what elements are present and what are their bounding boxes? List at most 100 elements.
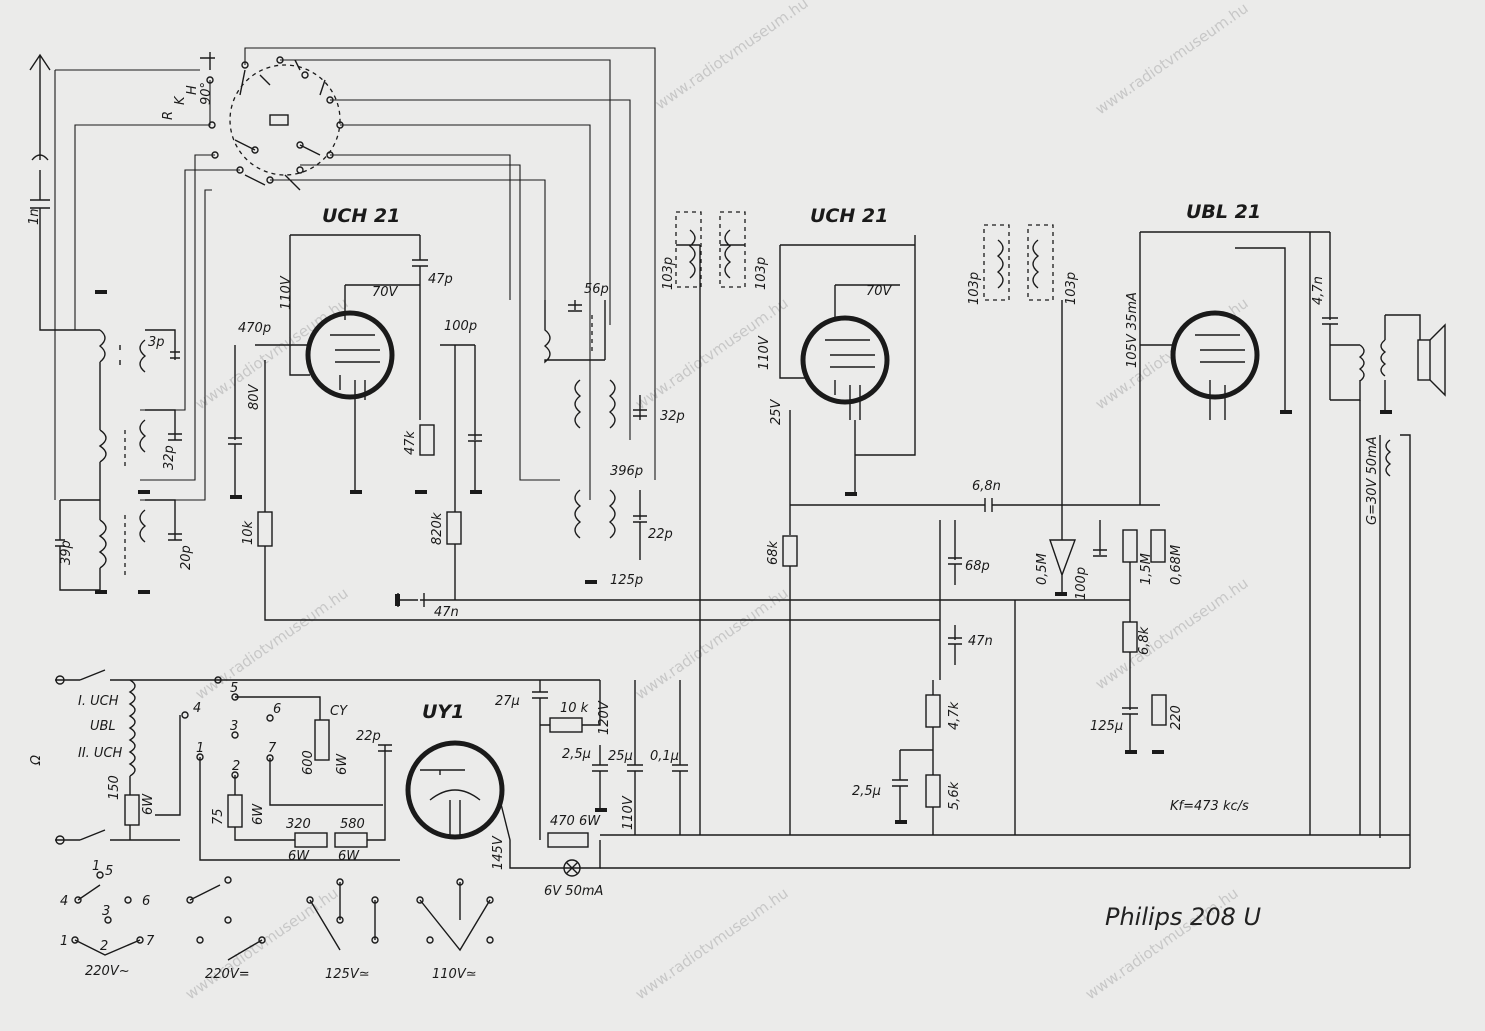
svg-text:145V: 145V (491, 835, 506, 870)
svg-text:105V 35mA: 105V 35mA (1125, 292, 1140, 368)
svg-text:6,8k: 6,8k (1137, 626, 1152, 655)
detector-section: 6,8n 68p 0,5M 100p 1,5M 0,68M 6,8k 125μ … (395, 300, 1184, 750)
svg-text:6W: 6W (288, 849, 310, 864)
svg-text:www.radiotvmuseum.hu: www.radiotvmuseum.hu (1092, 574, 1252, 693)
svg-text:110V: 110V (621, 795, 636, 830)
svg-text:II. UCH: II. UCH (78, 746, 123, 761)
svg-text:R: R (161, 111, 176, 120)
svg-text:K: K (173, 95, 188, 105)
voltage-selector-positions: 1 5 4 3 6 1 2 7 220V~ 220V= 125V≃ 110V≃ (60, 859, 494, 982)
svg-text:110V: 110V (279, 275, 294, 310)
svg-text:Ω: Ω (29, 755, 44, 766)
svg-text:125V≃: 125V≃ (325, 967, 370, 982)
svg-text:20p: 20p (179, 545, 194, 570)
svg-text:6W: 6W (338, 849, 360, 864)
svg-text:www.radiotvmuseum.hu: www.radiotvmuseum.hu (632, 884, 792, 1003)
svg-text:2,5μ: 2,5μ (852, 784, 881, 799)
svg-text:47p: 47p (428, 272, 453, 287)
svg-text:www.radiotvmuseum.hu: www.radiotvmuseum.hu (632, 584, 792, 703)
svg-text:68p: 68p (965, 559, 990, 574)
svg-text:600: 600 (301, 750, 316, 775)
svg-text:110V: 110V (757, 335, 772, 370)
svg-text:70V: 70V (866, 284, 893, 299)
svg-text:150: 150 (107, 775, 122, 800)
svg-text:2,5μ: 2,5μ (562, 747, 591, 762)
svg-text:470p: 470p (238, 321, 271, 336)
svg-text:10 k: 10 k (560, 701, 589, 716)
svg-text:7: 7 (268, 741, 277, 756)
svg-text:103p: 103p (967, 272, 982, 305)
svg-text:100p: 100p (444, 319, 477, 334)
svg-text:120V: 120V (597, 700, 612, 735)
svg-text:220V=: 220V= (205, 967, 250, 982)
svg-text:1: 1 (92, 859, 100, 874)
svg-text:1: 1 (196, 741, 204, 756)
wave-switch: R K H 90° (161, 52, 344, 191)
tube-uch21-first: UCH 21 110V 70V 470p 80V 47p 100p 47k 82… (228, 205, 940, 621)
svg-text:6: 6 (273, 702, 281, 717)
svg-text:27μ: 27μ (495, 694, 520, 709)
svg-text:47k: 47k (403, 430, 418, 455)
svg-text:3: 3 (102, 904, 110, 919)
svg-text:125p: 125p (610, 573, 643, 588)
tube-uch21-second: UCH 21 70V 110V 25V 68k (757, 205, 916, 835)
svg-text:25μ: 25μ (608, 749, 633, 764)
svg-text:22p: 22p (356, 729, 381, 744)
svg-text:80V: 80V (247, 383, 262, 410)
tube-ubl21: UBL 21 105V 35mA 4,7n G=30V 50mA (1125, 201, 1446, 868)
svg-text:UCH 21: UCH 21 (810, 205, 888, 227)
svg-text:6W: 6W (251, 803, 266, 825)
svg-text:3p: 3p (148, 335, 165, 350)
power-supply: Ω I. UCH UBL II. UCH 150 6W 5 4 3 6 1 7 … (29, 669, 600, 864)
svg-text:56p: 56p (584, 282, 609, 297)
svg-text:6: 6 (142, 894, 150, 909)
svg-text:UBL 21: UBL 21 (1186, 201, 1261, 223)
svg-text:5,6k: 5,6k (947, 781, 962, 810)
svg-text:68k: 68k (766, 540, 781, 565)
svg-text:2: 2 (232, 759, 240, 774)
svg-text:39p: 39p (59, 540, 74, 565)
svg-text:220V~: 220V~ (85, 964, 130, 979)
svg-text:6W: 6W (141, 793, 156, 815)
svg-text:580: 580 (340, 817, 365, 832)
svg-text:320: 320 (286, 817, 311, 832)
svg-text:103p: 103p (1064, 272, 1079, 305)
svg-text:3: 3 (230, 719, 238, 734)
antenna-input: 1n (27, 53, 121, 380)
tube-uy1: UY1 145V 470 6W 6V 50mA 27μ 10 k 120V 2,… (405, 232, 1410, 899)
svg-text:H: H (185, 85, 200, 95)
svg-text:UCH 21: UCH 21 (322, 205, 400, 227)
svg-text:www.radiotvmuseum.hu: www.radiotvmuseum.hu (192, 584, 352, 703)
svg-text:25V: 25V (769, 398, 784, 425)
svg-text:103p: 103p (754, 257, 769, 290)
svg-text:6V 50mA: 6V 50mA (544, 884, 603, 899)
svg-text:G=30V 50mA: G=30V 50mA (1365, 436, 1380, 525)
schematic-title: Philips 208 U (1105, 903, 1261, 931)
if-transformer-1: 103p 103p 103p 103p (661, 211, 1079, 305)
svg-text:75: 75 (211, 808, 226, 825)
svg-text:I. UCH: I. UCH (78, 694, 119, 709)
svg-text:1: 1 (60, 934, 68, 949)
svg-text:32p: 32p (162, 445, 177, 470)
svg-text:22p: 22p (648, 527, 673, 542)
svg-text:0,68M: 0,68M (1169, 545, 1184, 585)
rf-coils: 3p 32p 39p 20p (55, 290, 194, 594)
svg-text:220: 220 (1169, 705, 1184, 730)
svg-text:5: 5 (105, 864, 113, 879)
svg-text:4: 4 (60, 894, 68, 909)
svg-text:UBL: UBL (90, 719, 116, 734)
svg-text:47n: 47n (968, 634, 993, 649)
svg-text:70V: 70V (372, 285, 399, 300)
svg-text:820k: 820k (430, 512, 445, 545)
svg-text:1,5M: 1,5M (1139, 553, 1154, 585)
svg-text:Kf=473 kc/s: Kf=473 kc/s (1170, 799, 1249, 814)
svg-text:2: 2 (100, 939, 108, 954)
svg-text:10k: 10k (241, 520, 256, 545)
svg-text:32p: 32p (660, 409, 685, 424)
svg-text:6,8n: 6,8n (972, 479, 1001, 494)
svg-text:4,7n: 4,7n (1311, 276, 1326, 305)
svg-text:47n: 47n (434, 605, 459, 620)
svg-text:6W: 6W (335, 753, 350, 775)
if-filter-1: 56p 32p 396p 22p 125p (543, 282, 685, 588)
